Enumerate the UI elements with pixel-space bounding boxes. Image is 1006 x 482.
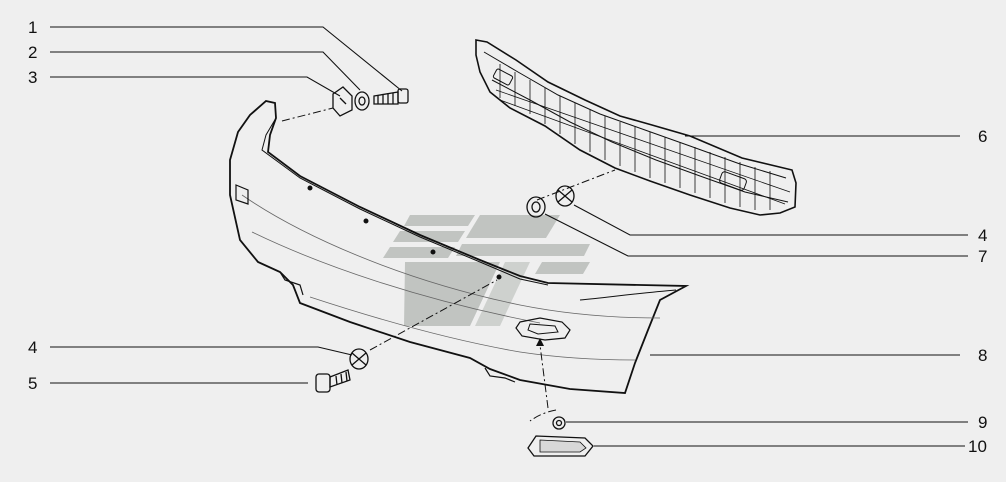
- callout-3: 3: [28, 68, 38, 87]
- nut-part-9: [552, 416, 566, 430]
- bolt-part-5: [315, 369, 351, 393]
- callout-8: 8: [978, 346, 988, 365]
- callout-2: 2: [28, 43, 38, 62]
- assembly-arrow: [536, 338, 544, 346]
- assembly-lines: [281, 107, 616, 422]
- watermark-logo: [383, 215, 590, 326]
- bumper-cover: [229, 100, 690, 394]
- callout-1: 1: [28, 18, 38, 37]
- callout-4-right: 4: [978, 226, 988, 245]
- callout-4-left: 4: [28, 338, 38, 357]
- reflector-part-10: [527, 435, 594, 457]
- callout-7: 7: [978, 247, 988, 266]
- callout-6: 6: [978, 127, 988, 146]
- callout-10: 10: [968, 437, 987, 456]
- bracket-part-3: [332, 86, 353, 117]
- washer-part-2: [354, 91, 370, 111]
- bumper-absorber: [475, 39, 797, 216]
- callout-5: 5: [28, 374, 38, 393]
- callout-9: 9: [978, 413, 988, 432]
- clip-part-4-upper: [555, 185, 575, 207]
- clip-part-4-lower: [349, 348, 369, 370]
- leader-lines: [50, 26, 968, 447]
- nut-part-7: [526, 196, 546, 218]
- screw-part-1: [373, 88, 409, 105]
